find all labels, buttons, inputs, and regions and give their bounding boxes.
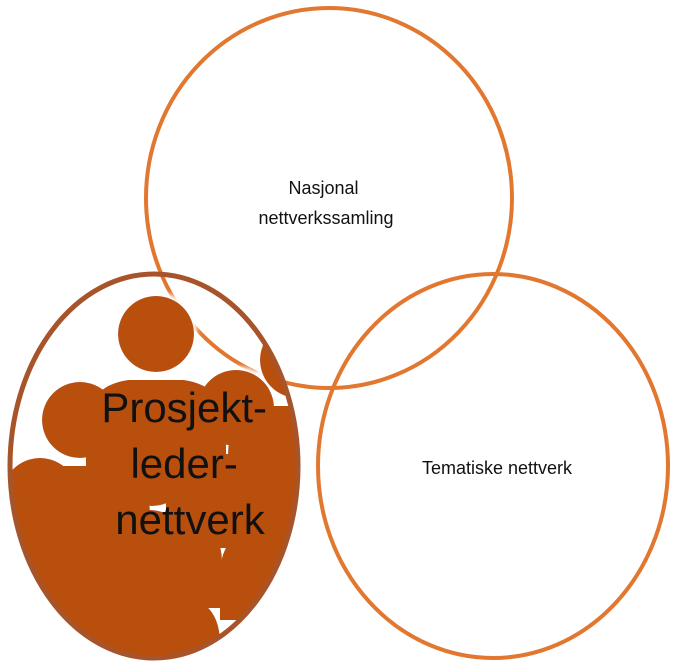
label-left-line-1: Prosjekt- [101,384,267,431]
label-right-line-1: Tematiske nettverk [422,458,573,478]
circle-top [144,6,514,390]
label-left-line-3: nettverk [115,496,265,543]
label-top-line-1: Nasjonal [288,178,358,198]
label-left-line-2: leder- [130,440,237,487]
label-top: Nasjonal nettverkssamling [258,178,393,228]
label-right: Tematiske nettverk [422,458,573,478]
circle-right [316,272,670,660]
circle-left [7,271,301,661]
label-left: Prosjekt- leder- nettverk [101,384,278,543]
label-top-line-2: nettverkssamling [258,208,393,228]
